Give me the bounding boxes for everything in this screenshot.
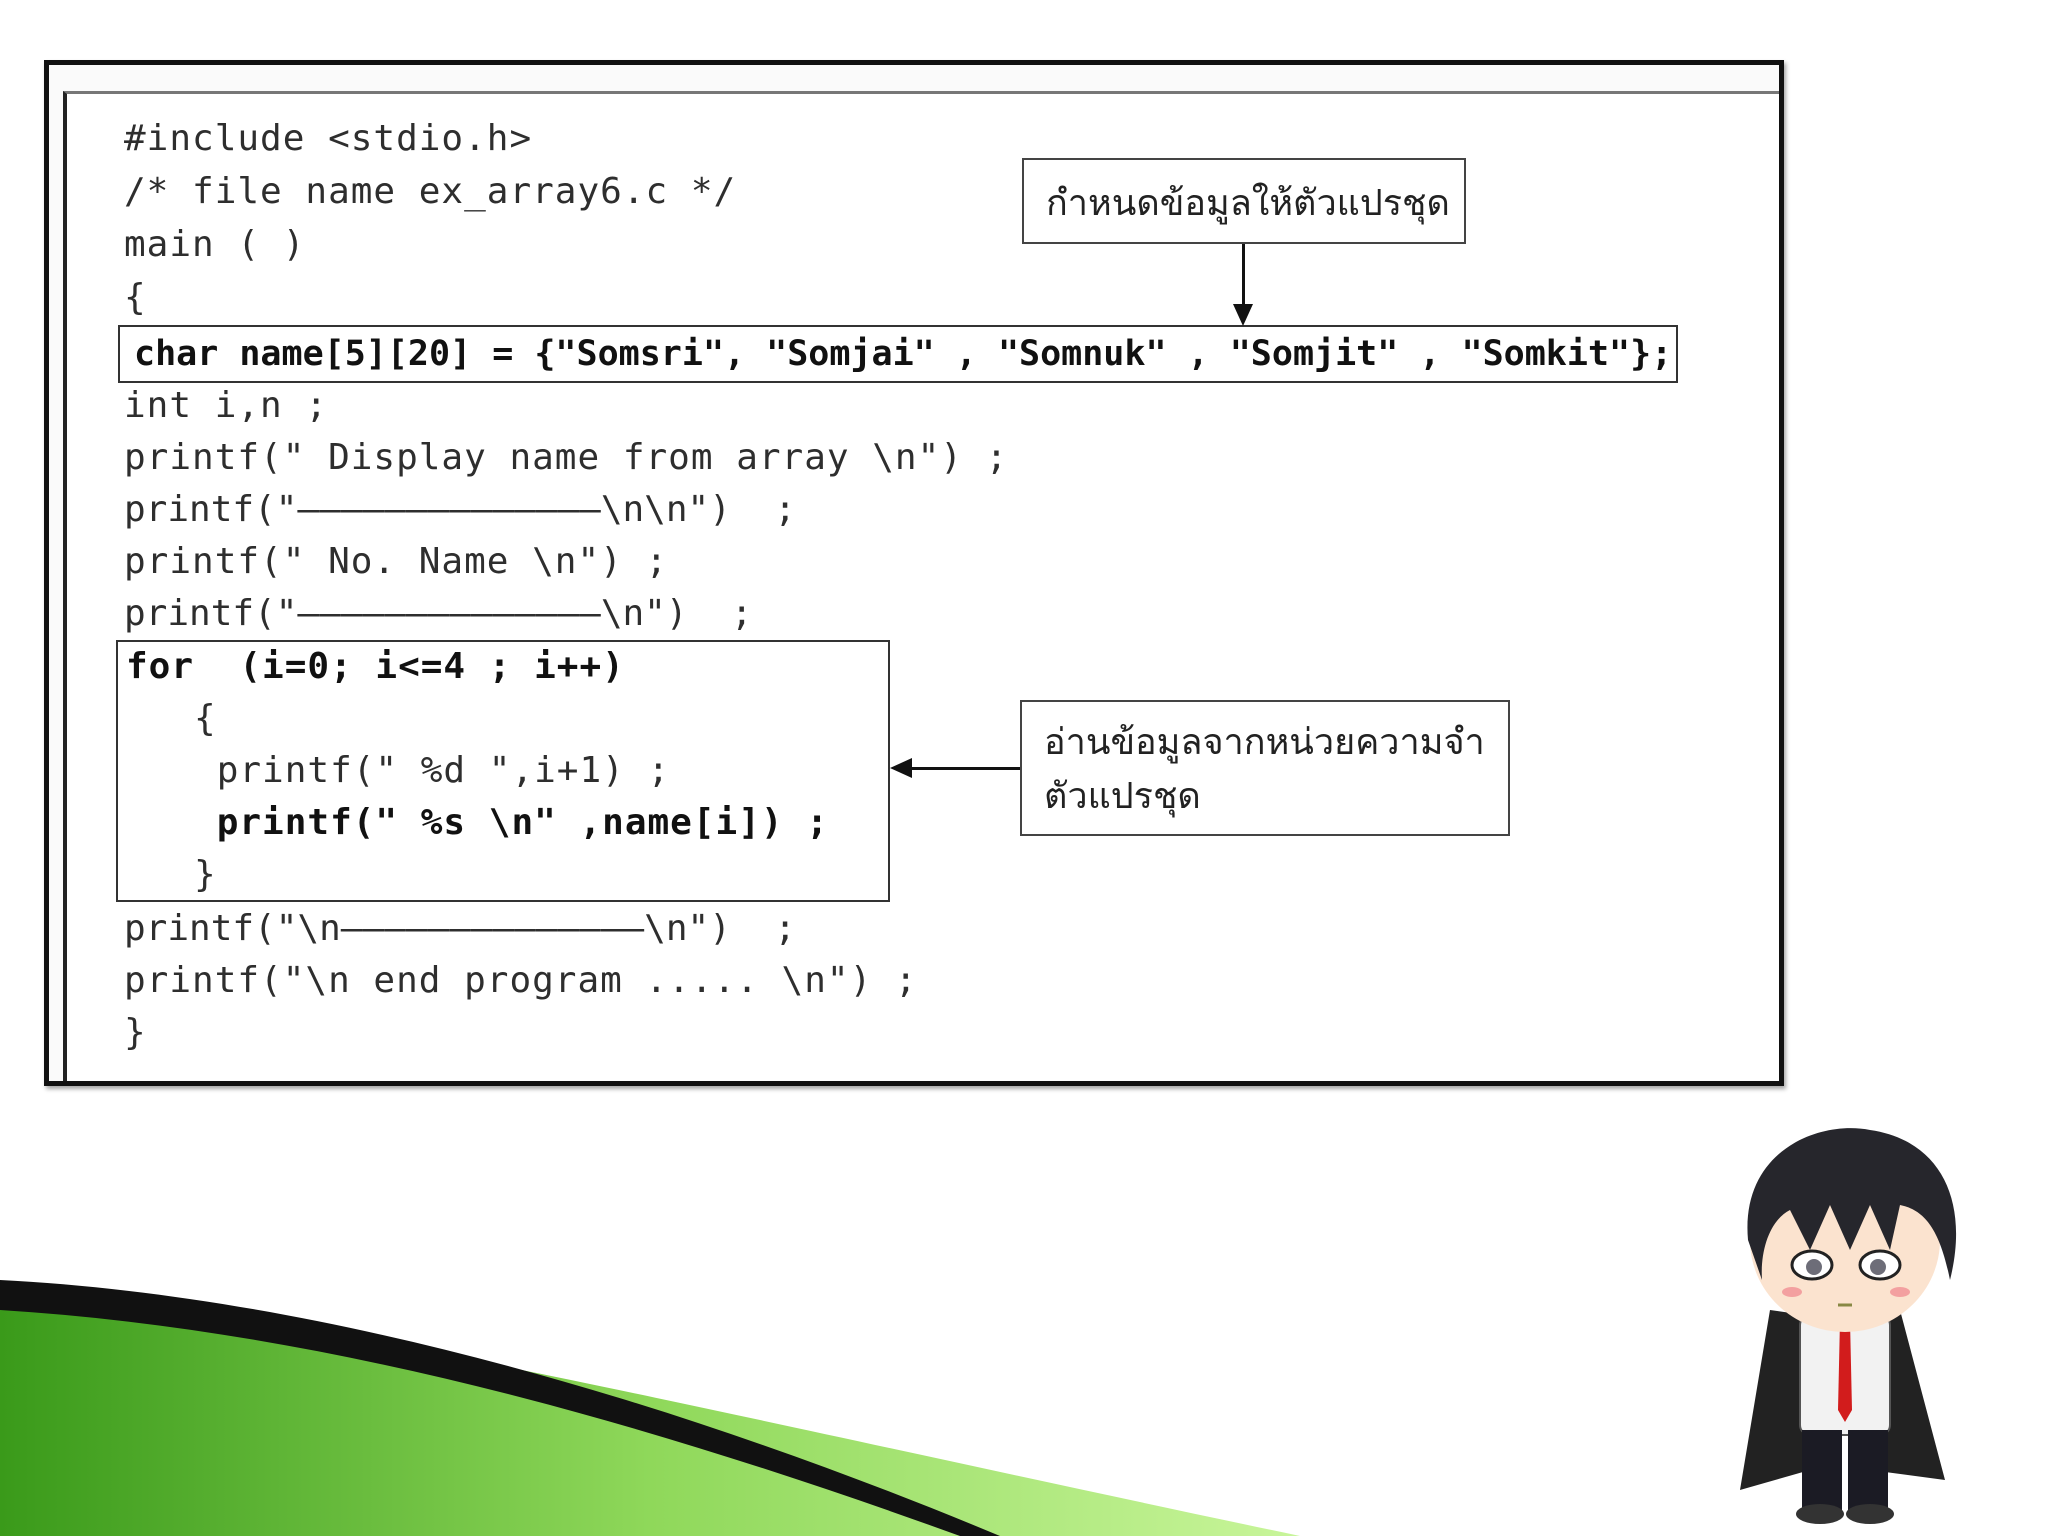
anime-character-illustration bbox=[1740, 1128, 1957, 1524]
code-line-loop-open-brace: { bbox=[126, 698, 217, 739]
code-line-printf-separator3: printf("\n——————————————\n") ; bbox=[124, 908, 796, 949]
arrow-left-line bbox=[910, 767, 1020, 770]
arrow-down-head bbox=[1233, 304, 1253, 326]
code-line-main: main ( ) bbox=[124, 224, 306, 265]
code-line-comment: /* file name ex_array6.c */ bbox=[124, 171, 737, 212]
code-line-open-brace: { bbox=[124, 277, 147, 318]
code-line-printf-separator2: printf("——————————————\n") ; bbox=[124, 593, 753, 634]
green-swoosh-decoration bbox=[0, 1280, 1300, 1536]
code-line-loop-close-brace: } bbox=[126, 854, 217, 895]
code-line-printf-name: printf(" %s \n" ,name[i]) ; bbox=[126, 802, 829, 843]
loop-highlight-box bbox=[116, 640, 890, 902]
code-line-printf-end: printf("\n end program ..... \n") ; bbox=[124, 960, 918, 1001]
callout-read-array-line1: อ่านข้อมูลจากหน่วยความจำ bbox=[1044, 722, 1485, 763]
callout-assign-array: กำหนดข้อมูลให้ตัวแปรชุด bbox=[1022, 158, 1466, 244]
code-line-printf-display: printf(" Display name from array \n") ; bbox=[124, 437, 1009, 478]
arrow-down-line bbox=[1242, 244, 1245, 310]
arrow-left-head bbox=[890, 758, 912, 778]
code-line-for: for (i=0; i<=4 ; i++) bbox=[126, 646, 625, 687]
code-figure-inner bbox=[63, 91, 1779, 1081]
code-line-printf-separator1: printf("——————————————\n\n") ; bbox=[124, 489, 796, 530]
code-line-printf-header: printf(" No. Name \n") ; bbox=[124, 541, 669, 582]
code-figure-frame bbox=[44, 60, 1784, 1086]
callout-read-array-line2: ตัวแปรชุด bbox=[1044, 776, 1201, 817]
code-line-int: int i,n ; bbox=[124, 385, 329, 426]
code-line-close-brace: } bbox=[124, 1012, 147, 1053]
code-line-include: #include <stdio.h> bbox=[124, 118, 533, 159]
code-line-char-declaration: char name[5][20] = {"Somsri", "Somjai" ,… bbox=[134, 334, 1673, 374]
code-line-printf-index: printf(" %d ",i+1) ; bbox=[126, 750, 671, 791]
declaration-highlight-box bbox=[118, 325, 1678, 383]
callout-read-array: อ่านข้อมูลจากหน่วยความจำ ตัวแปรชุด bbox=[1020, 700, 1510, 836]
callout-assign-array-text: กำหนดข้อมูลให้ตัวแปรชุด bbox=[1046, 183, 1450, 224]
